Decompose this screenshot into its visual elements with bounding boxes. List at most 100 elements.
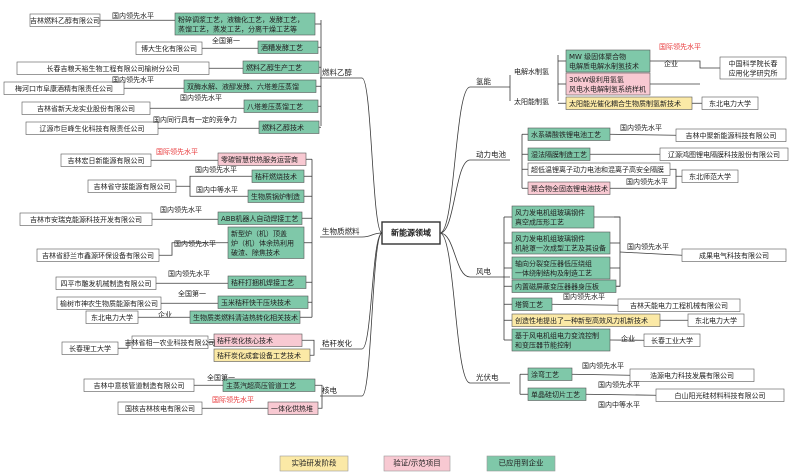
tech-s1-text: 涂弯工艺 bbox=[531, 370, 559, 379]
level-label: 国内领先水平 bbox=[174, 239, 216, 248]
tech-w5-text: 塔筒工艺 bbox=[515, 300, 543, 309]
tech-h3-text: 太阳能光催化耦合生物质制氢新技术 bbox=[569, 99, 681, 108]
tech-t17-bg bbox=[222, 378, 316, 392]
tech-t11-bg bbox=[227, 226, 305, 259]
company-c16: 吉林中意核管道制造有限公司 bbox=[83, 378, 195, 392]
company-box bbox=[55, 276, 157, 290]
tech-t7-text: 零碳智慧供热服务运营商 bbox=[221, 155, 298, 164]
company-c27: 浩源电力科技发展有限公司 bbox=[629, 368, 755, 382]
company-label: 吉林省守拔能源有限公司 bbox=[94, 182, 171, 191]
company-label: 浩源电力科技发展有限公司 bbox=[650, 371, 734, 380]
legend-item: 实验研发阶段 bbox=[279, 455, 349, 472]
tech-t16-text: 秸秆炭化成套设备工艺技术 bbox=[217, 351, 301, 360]
level-label: 企业 bbox=[158, 310, 172, 319]
branch-connector bbox=[439, 232, 471, 384]
company-c25: 东北电力大学 bbox=[687, 313, 745, 327]
company-box bbox=[21, 101, 151, 115]
level-label: 全国第一 bbox=[207, 373, 235, 382]
connector-lines bbox=[100, 19, 720, 409]
company-box bbox=[87, 179, 177, 193]
tech-s1: 涂弯工艺 bbox=[527, 367, 573, 381]
company-c10: 吉林省舒兰市鑫源环保设备有限公司 bbox=[36, 248, 160, 262]
tech-w5-bg bbox=[511, 297, 553, 311]
company-label: 辽源鸿图锂电隔膜科技股份有限公司 bbox=[668, 150, 780, 159]
company-label: 东北电力大学 bbox=[709, 99, 751, 108]
tech-b2: 湿法隔膜制造工艺 bbox=[527, 147, 591, 161]
tech-h1-bg bbox=[565, 49, 651, 73]
legend-swatch bbox=[279, 455, 349, 472]
company-label: 吉林省新天龙实业股份有限公司 bbox=[37, 104, 135, 113]
legend-item: 验证/示范项目 bbox=[383, 455, 451, 472]
company-box bbox=[701, 96, 759, 110]
level-label: 国内领先水平 bbox=[160, 205, 202, 214]
branch-connector bbox=[361, 77, 383, 234]
tech-w4-bg bbox=[511, 279, 617, 293]
company-box bbox=[643, 333, 701, 347]
tech-b4-text: 聚合物全固态锂电池技术 bbox=[531, 184, 608, 193]
company-label: 东北电力大学 bbox=[91, 313, 133, 322]
tech-h1-text: 电解质电解水制氢技术 bbox=[569, 61, 639, 70]
level-label: 国内领先水平 bbox=[195, 165, 237, 174]
tech-t8-bg bbox=[251, 169, 305, 183]
tech-w2-bg bbox=[511, 231, 611, 255]
tech-t14: 生物质类燃料清洁热转化相关技术 bbox=[189, 310, 301, 324]
tech-t5-bg bbox=[243, 99, 319, 113]
company-label: 长春吉粮天裕生物工程有限公司榆树分公司 bbox=[47, 64, 180, 73]
level-label: 企业 bbox=[664, 59, 678, 68]
company-c13: 东北电力大学 bbox=[85, 310, 139, 324]
tech-t10: ABB机器人自动焊接工艺 bbox=[217, 211, 303, 225]
company-label: 长春理工大学 bbox=[69, 344, 111, 353]
company-box bbox=[3, 81, 125, 95]
tech-w1-text: 风力发电机组玻璃钢件 bbox=[515, 208, 585, 217]
tech-t12: 秸秆打捆机焊接工艺 bbox=[227, 275, 307, 289]
tech-t13: 玉米秸秆快干压块技术 bbox=[217, 295, 309, 309]
tech-b1-bg bbox=[527, 127, 611, 141]
company-box bbox=[719, 56, 787, 80]
tech-t7: 零碳智慧供热服务运营商 bbox=[217, 152, 307, 166]
level-label: 国际领先水平 bbox=[212, 395, 254, 404]
company-box bbox=[675, 128, 787, 142]
tech-t10-text: ABB机器人自动焊接工艺 bbox=[221, 214, 298, 223]
level-label: 国内中等水平 bbox=[598, 400, 640, 409]
company-label: 中国科学院长春 bbox=[729, 59, 778, 68]
tech-t15-bg bbox=[213, 333, 303, 347]
tech-h1-text: MW 级固体聚合物 bbox=[569, 52, 626, 61]
company-c21: 辽源鸿图锂电隔膜科技股份有限公司 bbox=[659, 147, 789, 161]
tech-t18: 一体化供热堆 bbox=[267, 401, 319, 415]
tech-t1: 粉碎调浆工艺，液糖化工艺，发酵工艺，蒸馏工艺，蒸发工艺，分离干燥工艺等 bbox=[174, 12, 316, 36]
nodes: 新能源领域燃料乙醇生物质燃料秸秆炭化核电氢能动力电池风电光伏电粉碎调浆工艺，液糖… bbox=[3, 11, 789, 472]
connector bbox=[571, 373, 631, 376]
level-label: 国内同行具有一定的竞争力 bbox=[153, 115, 237, 124]
level-label: 全国第一 bbox=[212, 36, 240, 45]
connector bbox=[176, 175, 252, 187]
tech-t4-bg bbox=[183, 79, 317, 93]
tech-w1-text: 真空成压形工艺 bbox=[515, 217, 564, 226]
connector bbox=[159, 242, 228, 256]
tech-t16-bg bbox=[213, 348, 311, 362]
tech-t2-bg bbox=[257, 40, 319, 54]
tech-t12-text: 秸秆打捆机焊接工艺 bbox=[231, 278, 294, 287]
legend-swatch bbox=[486, 455, 556, 472]
company-box bbox=[56, 296, 162, 310]
tech-w6-text: 创造性地提出了一种新型高效风力机新技术 bbox=[515, 316, 648, 325]
company-c22: 东北师范大学 bbox=[681, 169, 739, 183]
connector bbox=[609, 133, 677, 136]
company-c24: 吉林天能电力工程机械有限公司 bbox=[617, 298, 741, 312]
tech-s2: 单晶硅切片工艺 bbox=[527, 387, 587, 401]
tech-w7-bg bbox=[511, 328, 611, 352]
connector bbox=[118, 341, 132, 349]
branch-connector bbox=[439, 159, 471, 234]
tech-w2-text: 机舱罩一次成型工艺及其设备 bbox=[515, 243, 606, 252]
company-c4: 梅河口市阜康酒精有限责任公司 bbox=[3, 81, 125, 95]
tech-b4-bg bbox=[527, 181, 611, 195]
company-c19: 东北电力大学 bbox=[701, 96, 759, 110]
tech-t15-text: 秸秆炭化核心技术 bbox=[217, 336, 273, 345]
company-c23: 成果电气科技有限公司 bbox=[681, 248, 787, 262]
company-box bbox=[659, 147, 789, 161]
level-label: 国内领先水平 bbox=[112, 11, 154, 20]
